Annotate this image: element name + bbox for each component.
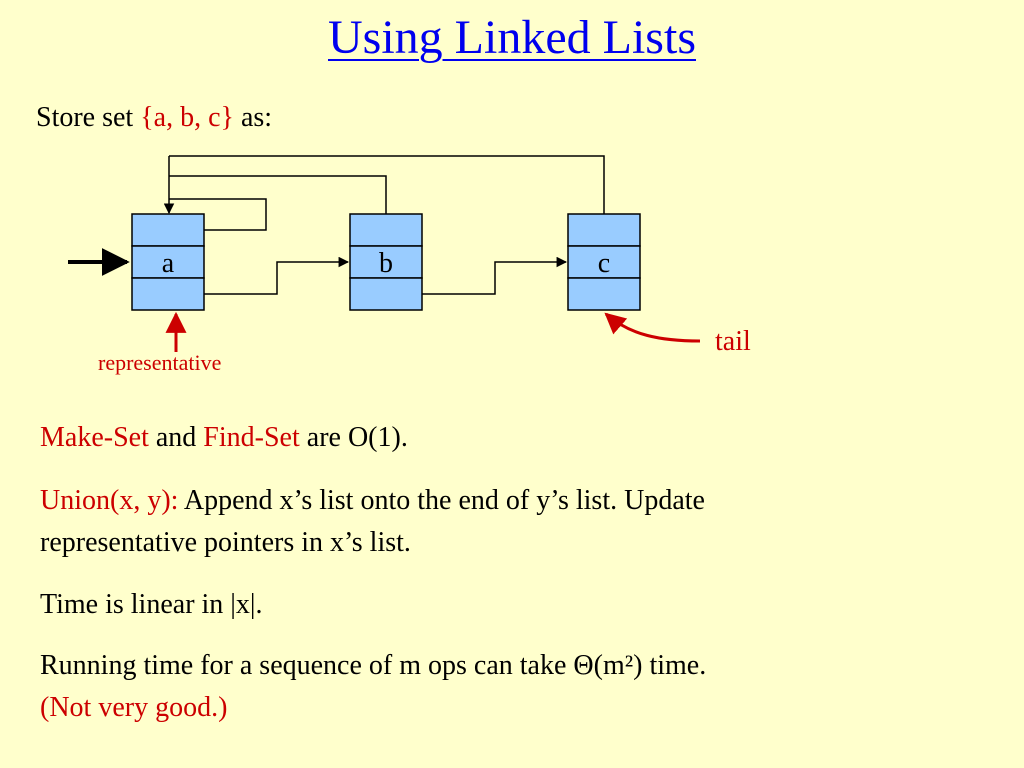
complexity-text: are O(1). xyxy=(299,422,408,453)
next-pointer-b-to-c xyxy=(422,256,568,295)
rep-pointer-a xyxy=(169,198,267,231)
node-a-rep-field xyxy=(131,213,205,247)
rep-pointer-b xyxy=(169,175,387,214)
node-b-label: b xyxy=(379,248,393,279)
node-b-next-field xyxy=(349,277,423,311)
paragraph-make-find-set: Make-Set and Find-Set are O(1). xyxy=(40,417,408,459)
paragraph-union: Union(x, y): Append x’s list onto the en… xyxy=(40,480,1000,564)
union-desc-line2: representative pointers in x’s list. xyxy=(40,527,411,558)
intro-set: {a, b, c} xyxy=(140,102,234,133)
union-desc-line1: Append x’s list onto the end of y’s list… xyxy=(178,485,705,516)
rep-pointer-c xyxy=(169,155,605,214)
intro-prefix: Store set xyxy=(36,102,141,133)
tail-arrow xyxy=(604,312,701,343)
node-a-next-field xyxy=(131,277,205,311)
node-b-key-field xyxy=(349,245,423,279)
node-c-next-field xyxy=(567,277,641,311)
node-b: b xyxy=(349,213,423,311)
node-a-label: a xyxy=(162,248,175,279)
node-c-label: c xyxy=(598,248,610,279)
running-time-line1: Running time for a sequence of m ops can… xyxy=(40,650,707,681)
find-set-term: Find-Set xyxy=(203,422,300,453)
paragraph-running-time: Running time for a sequence of m ops can… xyxy=(40,645,1000,729)
node-c: c xyxy=(567,213,641,311)
slide-title: Using Linked Lists xyxy=(328,11,696,64)
make-set-term: Make-Set xyxy=(40,422,149,453)
intro-suffix: as: xyxy=(233,102,273,133)
paragraph-time-linear: Time is linear in |x|. xyxy=(40,589,263,620)
intro-line: Store set {a, b, c} as: xyxy=(36,100,272,136)
node-c-key-field xyxy=(567,245,641,279)
node-c-rep-field xyxy=(567,213,641,247)
node-a: a xyxy=(131,213,205,311)
next-pointer-a-to-b xyxy=(204,256,350,295)
node-b-rep-field xyxy=(349,213,423,247)
union-term: Union(x, y): xyxy=(40,485,179,516)
and-text: and xyxy=(148,422,204,453)
representative-label: representative xyxy=(98,350,222,375)
tail-label: tail xyxy=(715,326,751,357)
not-very-good-text: (Not very good.) xyxy=(40,692,228,723)
